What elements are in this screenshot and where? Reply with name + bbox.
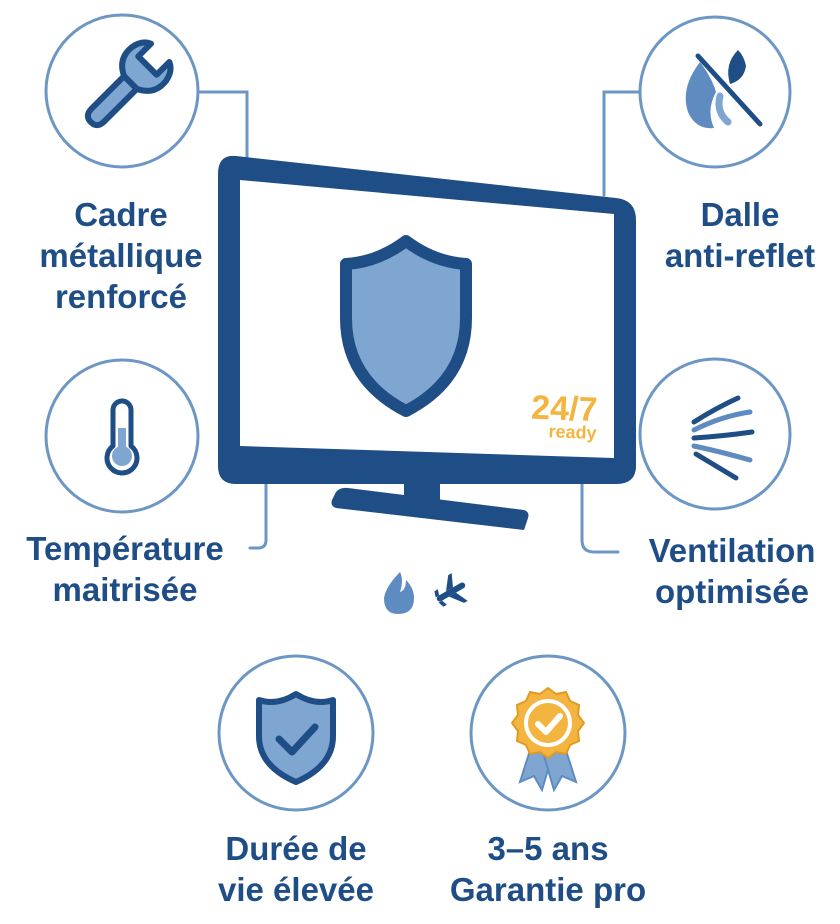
label-line: maitrisée <box>52 571 198 608</box>
label-line: vie élevée <box>218 871 374 908</box>
label-ventilation: Ventilation optimisée <box>626 530 838 612</box>
label-antiglare: Dalle anti-reflet <box>640 194 840 276</box>
wrench-icon <box>84 39 174 129</box>
connector-lines <box>185 90 642 554</box>
shield-check-icon <box>256 691 336 785</box>
no-reflection-icon <box>685 50 763 129</box>
label-line: renforcé <box>54 278 188 315</box>
monitor <box>218 155 636 530</box>
connector-frame <box>185 90 249 162</box>
label-lifespan: Durée de vie élevée <box>186 828 406 910</box>
label-line: anti-reflet <box>664 237 816 274</box>
thermometer-icon <box>104 398 140 476</box>
airplane-icon <box>434 573 468 607</box>
monitor-base <box>331 487 529 530</box>
label-line: optimisée <box>654 573 810 610</box>
label-line: métallique <box>39 237 203 274</box>
connector-antiglare <box>602 90 642 197</box>
label-line: 3–5 ans <box>487 830 609 867</box>
label-frame: Cadre métallique renforcé <box>2 194 240 317</box>
label-line: Dalle <box>700 196 780 233</box>
award-badge-icon <box>511 687 585 793</box>
airflow-icon <box>691 395 755 481</box>
label-line: Température <box>26 530 224 567</box>
flame-icon <box>384 572 414 614</box>
label-line: Ventilation <box>648 532 816 569</box>
ready-badge: 24/7 ready <box>486 388 598 443</box>
label-line: Garantie pro <box>449 871 647 908</box>
label-warranty: 3–5 ans Garantie pro <box>428 828 668 910</box>
connector-temperature <box>248 446 268 550</box>
label-temperature: Température maitrisée <box>0 528 250 610</box>
label-line: Durée de <box>225 830 367 867</box>
label-line: Cadre <box>74 196 168 233</box>
shield-icon <box>340 235 472 417</box>
connector-ventilation <box>580 482 620 554</box>
